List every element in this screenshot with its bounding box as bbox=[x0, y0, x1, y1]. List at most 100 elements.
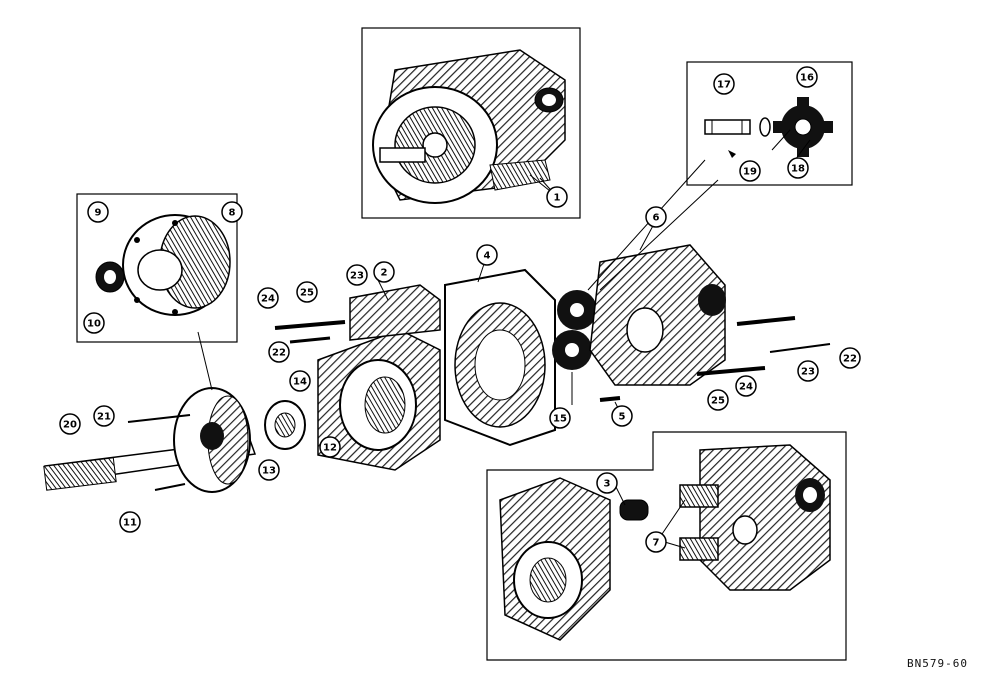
callout-label: 21 bbox=[97, 412, 111, 423]
gear-housing bbox=[444, 268, 556, 447]
callout-c16: 16 bbox=[796, 66, 818, 88]
gasket-plate bbox=[349, 284, 441, 341]
callout-c17: 17 bbox=[713, 73, 735, 95]
callout-c1: 1 bbox=[546, 186, 568, 208]
callout-circle bbox=[476, 244, 498, 266]
front-seal-plate bbox=[173, 387, 251, 493]
callout-c13: 13 bbox=[258, 459, 280, 481]
callout-label: 12 bbox=[323, 443, 337, 454]
callout-label: 23 bbox=[350, 271, 364, 282]
callout-circle bbox=[797, 360, 819, 382]
callout-circle bbox=[258, 459, 280, 481]
callout-circle bbox=[839, 347, 861, 369]
callout-c19: 19 bbox=[739, 160, 761, 182]
callout-circle bbox=[296, 281, 318, 303]
callout-label: 25 bbox=[711, 396, 725, 407]
inset-drive-gear-detail bbox=[686, 61, 853, 186]
callout-c15: 15 bbox=[549, 407, 571, 429]
callout-label: 25 bbox=[300, 288, 314, 299]
callout-circle bbox=[787, 157, 809, 179]
callout-circle bbox=[87, 201, 109, 223]
callout-label: 9 bbox=[95, 208, 102, 219]
callout-circle bbox=[319, 436, 341, 458]
callout-label: 24 bbox=[739, 382, 753, 393]
bolts bbox=[127, 316, 831, 491]
callout-label: 1 bbox=[554, 193, 561, 204]
callout-circle bbox=[59, 413, 81, 435]
callout-label: 24 bbox=[261, 294, 275, 305]
callout-c10: 10 bbox=[83, 312, 105, 334]
callout-circle bbox=[645, 206, 667, 228]
callout-label: 18 bbox=[791, 164, 805, 175]
callout-c20: 20 bbox=[59, 413, 81, 435]
rear-housing bbox=[589, 244, 726, 386]
callout-label: 20 bbox=[63, 420, 77, 431]
callout-label: 14 bbox=[293, 377, 307, 388]
callout-circle bbox=[268, 341, 290, 363]
callout-circle bbox=[611, 405, 633, 427]
callout-label: 2 bbox=[381, 268, 388, 279]
callout-circle bbox=[739, 160, 761, 182]
callout-c23b: 23 bbox=[797, 360, 819, 382]
callout-c8: 8 bbox=[221, 201, 243, 223]
callout-c2: 2 bbox=[373, 261, 395, 283]
callout-circle bbox=[707, 389, 729, 411]
front-cover bbox=[317, 329, 441, 471]
inset-assembled-pump bbox=[361, 27, 581, 219]
gear-pair bbox=[552, 290, 597, 370]
callout-label: 10 bbox=[87, 319, 101, 330]
callout-label: 23 bbox=[801, 367, 815, 378]
callout-c11: 11 bbox=[119, 511, 141, 533]
callout-group: 1234567891011121314151617181920212222232… bbox=[59, 66, 861, 553]
callout-label: 17 bbox=[717, 80, 731, 91]
callout-label: 7 bbox=[653, 538, 660, 549]
callout-circle bbox=[549, 407, 571, 429]
inset-gear-housing-detail bbox=[486, 431, 847, 661]
callout-c25b: 25 bbox=[707, 389, 729, 411]
callout-c22a: 22 bbox=[268, 341, 290, 363]
callout-label: 11 bbox=[123, 518, 137, 529]
figure-code: BN579-60 bbox=[907, 657, 968, 670]
callout-c25a: 25 bbox=[296, 281, 318, 303]
callout-label: 3 bbox=[604, 479, 611, 490]
callout-c6: 6 bbox=[645, 206, 667, 228]
callout-c24b: 24 bbox=[735, 375, 757, 397]
callout-circle bbox=[596, 472, 618, 494]
callout-label: 8 bbox=[229, 208, 236, 219]
callout-circle bbox=[735, 375, 757, 397]
callout-c3: 3 bbox=[596, 472, 618, 494]
callout-circle bbox=[257, 287, 279, 309]
callout-circle bbox=[713, 73, 735, 95]
callout-c5: 5 bbox=[611, 405, 633, 427]
callout-circle bbox=[221, 201, 243, 223]
callout-circle bbox=[373, 261, 395, 283]
callout-c4: 4 bbox=[476, 244, 498, 266]
callout-label: 19 bbox=[743, 167, 757, 178]
callout-label: 22 bbox=[272, 348, 286, 359]
callout-circle bbox=[93, 405, 115, 427]
callout-label: 13 bbox=[262, 466, 276, 477]
callout-label: 4 bbox=[484, 251, 491, 262]
bearing bbox=[264, 400, 306, 450]
callout-label: 6 bbox=[653, 213, 660, 224]
callout-c18: 18 bbox=[787, 157, 809, 179]
callout-circle bbox=[645, 531, 667, 553]
callout-circle bbox=[289, 370, 311, 392]
callout-c21: 21 bbox=[93, 405, 115, 427]
callout-c12: 12 bbox=[319, 436, 341, 458]
callout-circle bbox=[119, 511, 141, 533]
callout-c14: 14 bbox=[289, 370, 311, 392]
callout-circle bbox=[796, 66, 818, 88]
callout-label: 22 bbox=[843, 354, 857, 365]
callout-c7: 7 bbox=[645, 531, 667, 553]
callout-c9: 9 bbox=[87, 201, 109, 223]
callout-c23a: 23 bbox=[346, 264, 368, 286]
callout-c24a: 24 bbox=[257, 287, 279, 309]
callout-label: 5 bbox=[619, 412, 626, 423]
callout-circle bbox=[546, 186, 568, 208]
callout-label: 15 bbox=[553, 414, 567, 425]
callout-label: 16 bbox=[800, 73, 814, 84]
callout-circle bbox=[83, 312, 105, 334]
callout-circle bbox=[346, 264, 368, 286]
